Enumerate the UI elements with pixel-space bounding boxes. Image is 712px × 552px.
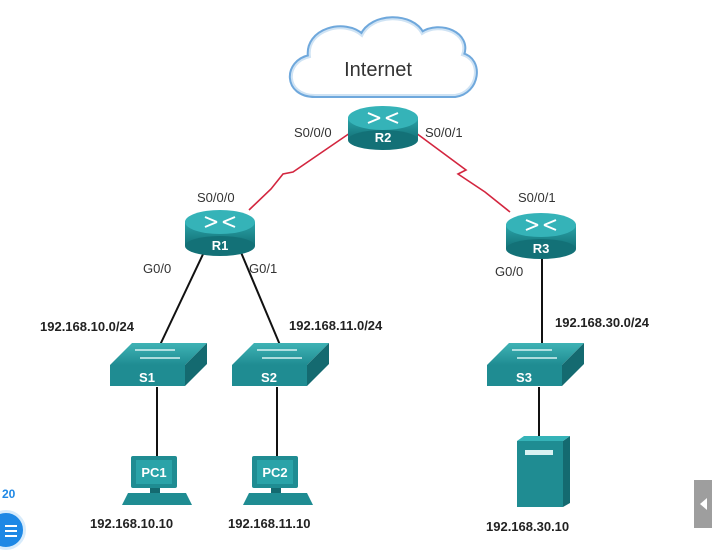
pc2-ip-label: 192.168.11.10: [228, 516, 310, 531]
r1-g01-interface-label: G0/1: [249, 261, 277, 276]
server-drive-icon: [525, 450, 553, 455]
internet-label: Internet: [344, 59, 412, 81]
switch-s3[interactable]: S3: [487, 343, 584, 386]
link-r1-s1: [159, 249, 206, 346]
lan1-network-label: 192.168.10.0/24: [40, 319, 135, 334]
router-arrows-icon: [204, 216, 236, 228]
switch-s3-name: S3: [516, 370, 532, 385]
link-r1-s2: [239, 249, 281, 346]
switch-arrows-icon: [512, 349, 557, 359]
lan3-network-label: 192.168.30.0/24: [555, 315, 650, 330]
pc1-name: PC1: [141, 465, 166, 480]
switch-arrows-icon: [135, 349, 180, 359]
router-r2-name: R2: [375, 130, 392, 145]
router-arrows-icon: [525, 219, 557, 231]
ethernet-links: [156, 249, 543, 457]
switch-arrows-icon: [257, 349, 302, 359]
router-r1-name: R1: [212, 238, 229, 253]
r1-g00-interface-label: G0/0: [143, 261, 171, 276]
serial-link-r2-r1: [248, 132, 351, 211]
r3-g00-interface-label: G0/0: [495, 264, 523, 279]
router-r1[interactable]: R1: [185, 210, 255, 256]
r3-serial-interface-label: S0/0/1: [518, 190, 556, 205]
switch-s1-name: S1: [139, 370, 155, 385]
switch-s2[interactable]: S2: [232, 343, 329, 386]
router-r3[interactable]: R3: [506, 213, 576, 259]
side-collapse-tab[interactable]: [694, 480, 712, 528]
pc2-name: PC2: [262, 465, 287, 480]
server-tower[interactable]: [517, 436, 570, 507]
server-ip-label: 192.168.30.10: [486, 519, 569, 534]
router-r3-name: R3: [533, 241, 550, 256]
pc-pc1[interactable]: PC1: [122, 456, 192, 505]
serial-links: [248, 132, 511, 213]
r1-serial-interface-label: S0/0/0: [197, 190, 235, 205]
pc-pc2[interactable]: PC2: [243, 456, 313, 505]
side-number: 20: [2, 487, 16, 501]
internet-cloud: Internet: [288, 16, 478, 98]
router-r2[interactable]: R2: [348, 106, 418, 150]
serial-link-r2-r3: [415, 132, 511, 213]
r2-right-interface-label: S0/0/1: [425, 125, 463, 140]
r2-left-interface-label: S0/0/0: [294, 125, 332, 140]
lan2-network-label: 192.168.11.0/24: [289, 318, 383, 333]
menu-icon: [5, 525, 17, 540]
switch-s1[interactable]: S1: [110, 343, 207, 386]
pc1-ip-label: 192.168.10.10: [90, 516, 173, 531]
router-arrows-icon: [367, 112, 399, 124]
switch-s2-name: S2: [261, 370, 277, 385]
